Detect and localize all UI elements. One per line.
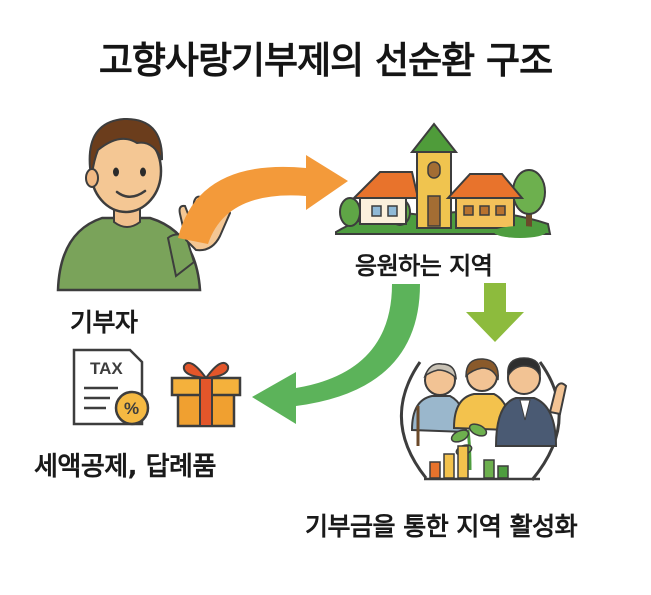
community-illustration: [400, 357, 568, 481]
tax-document-icon: TAX %: [72, 348, 150, 426]
node-label-benefit: 세액공제, 답례품: [34, 452, 216, 482]
node-label-region: 응원하는 지역: [355, 252, 493, 280]
node-label-donor: 기부자: [70, 308, 138, 337]
page-title: 고향사랑기부제의 선순환 구조: [98, 39, 553, 82]
arrow-region-to-benefit: [252, 284, 420, 424]
tax-label: TAX: [90, 359, 123, 378]
gift-icon: [170, 362, 242, 428]
percent-symbol: %: [124, 399, 139, 418]
arrow-region-to-revitalization: [466, 283, 524, 342]
village-illustration: [335, 122, 552, 238]
node-label-revitalization: 기부금을 통한 지역 활성화: [305, 512, 578, 541]
arrow-donor-to-region: [178, 155, 348, 244]
